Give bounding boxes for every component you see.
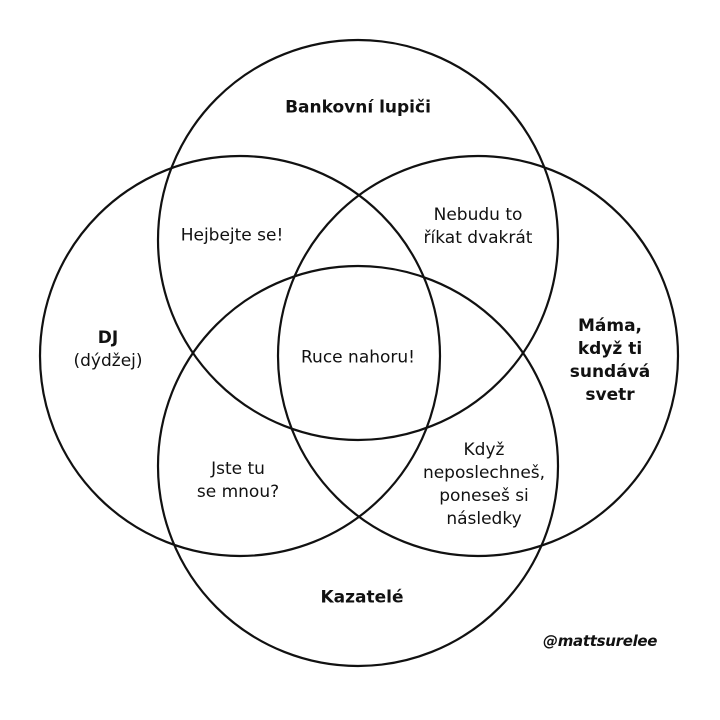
circle-dj (38, 154, 442, 558)
label-mama: Máma, když ti sundává svetr (569, 316, 651, 405)
label-nebudu-to: Nebudu to říkat dvakrát (423, 205, 533, 248)
circle-kazatele (156, 264, 560, 668)
label-ruce-nahoru: Ruce nahoru! (301, 347, 415, 368)
circle-bankovni-lupici (156, 38, 560, 442)
label-bankovni-lupici: Bankovní lupiči (285, 97, 431, 118)
label-dj: DJ (dýdžej) (73, 328, 143, 371)
label-kazatele: Kazatelé (320, 587, 404, 608)
circle-mama (276, 154, 680, 558)
author-credit: @mattsurelee (543, 632, 658, 650)
label-hejbejte-se: Hejbejte se! (180, 225, 284, 246)
label-kdyz-neposlechnes: Když neposlechneš, poneseš si následky (422, 440, 546, 529)
label-jste-tu: Jste tu se mnou? (196, 459, 280, 502)
